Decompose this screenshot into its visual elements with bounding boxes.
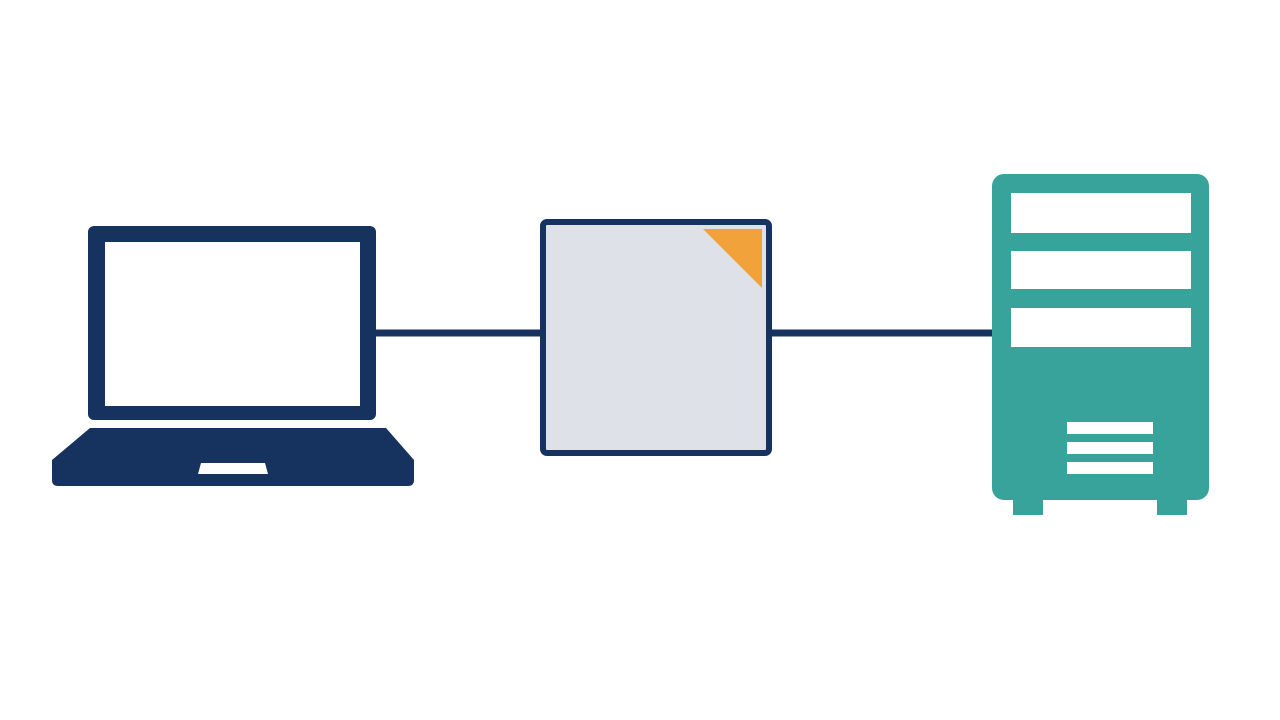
server-drive-bay-2: [1011, 251, 1191, 289]
laptop-trackpad: [198, 463, 268, 474]
laptop-icon: [52, 226, 414, 486]
proxy-box-icon: [540, 219, 772, 456]
server-vent-line-1: [1067, 422, 1153, 434]
proxy-box-corner-accent: [703, 229, 762, 288]
server-foot-right: [1157, 496, 1187, 515]
server-drive-bay-3: [1011, 308, 1191, 347]
server-drive-bay-1: [1011, 193, 1191, 233]
laptop-base: [52, 428, 414, 486]
proxy-box: [540, 219, 772, 456]
laptop-screen: [105, 242, 360, 406]
server-foot-left: [1013, 496, 1043, 515]
server-vent-line-3: [1067, 462, 1153, 474]
server-vent-line-2: [1067, 442, 1153, 454]
server-tower-icon: [992, 174, 1209, 515]
